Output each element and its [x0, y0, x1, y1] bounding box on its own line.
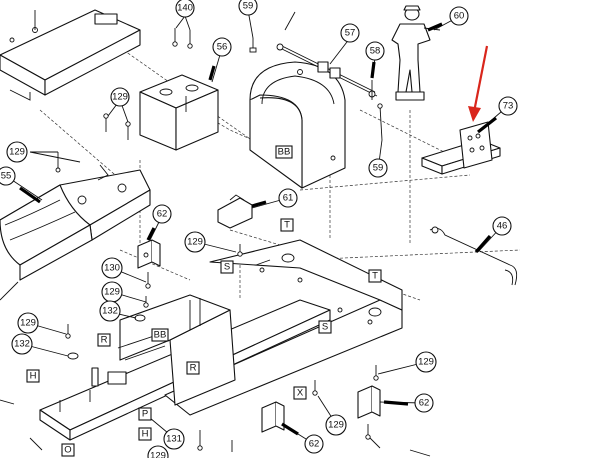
svg-text:T: T: [372, 271, 378, 282]
svg-text:132: 132: [14, 339, 30, 350]
callout-131: 131: [163, 428, 185, 450]
label-r-center: R: [186, 361, 200, 375]
part-57-rod: [276, 43, 378, 98]
svg-text:H: H: [142, 429, 149, 440]
svg-text:129: 129: [187, 237, 203, 248]
svg-text:R: R: [101, 335, 108, 346]
svg-text:55: 55: [1, 171, 12, 182]
callout-61: 61: [278, 188, 298, 208]
svg-text:58: 58: [370, 46, 381, 57]
callout-132-b: 132: [11, 333, 33, 355]
svg-text:BB: BB: [154, 330, 167, 341]
callout-129-f: 129: [415, 351, 437, 373]
svg-text:S: S: [224, 262, 230, 273]
svg-text:132: 132: [102, 306, 118, 317]
callout-56: 56: [212, 37, 232, 57]
svg-text:129: 129: [112, 92, 128, 103]
svg-text:59: 59: [243, 1, 254, 12]
label-h-bottom: H: [138, 427, 152, 441]
svg-text:62: 62: [309, 439, 320, 450]
callout-140: 140: [175, 0, 195, 18]
screws-140: [172, 28, 193, 49]
svg-text:BB: BB: [278, 147, 291, 158]
label-bb-frame: BB: [151, 328, 169, 342]
pointer-bars: [19, 22, 497, 436]
pins-58-59: [371, 80, 383, 141]
svg-text:129: 129: [328, 420, 344, 431]
arched-cover: [249, 61, 346, 189]
label-h-left: H: [26, 369, 40, 383]
callout-62-upper: 62: [152, 204, 172, 224]
callout-57: 57: [340, 23, 360, 43]
screws-129-upper: [103, 113, 131, 140]
svg-text:129: 129: [418, 357, 434, 368]
svg-text:O: O: [64, 445, 71, 456]
label-p: P: [138, 407, 152, 421]
svg-text:129: 129: [104, 287, 120, 298]
callout-130: 130: [101, 257, 123, 279]
svg-text:61: 61: [283, 193, 294, 204]
part-73-coupler: [421, 121, 501, 175]
label-bb-cover: BB: [275, 145, 293, 159]
part-62-upper: [137, 239, 161, 269]
edge-fragments: [0, 281, 431, 457]
svg-text:S: S: [322, 322, 328, 333]
svg-text:131: 131: [166, 434, 182, 445]
svg-text:H: H: [30, 371, 37, 382]
svg-text:130: 130: [104, 263, 120, 274]
callout-129-d: 129: [101, 281, 123, 303]
label-r-left: R: [97, 333, 111, 347]
callout-129-a: 129: [110, 87, 130, 107]
part-56-block: [139, 74, 219, 151]
screw-59-top: [249, 38, 257, 53]
callout-62-right: 62: [414, 393, 434, 413]
callout-59-bottom: 59: [368, 158, 388, 178]
callout-55: 55: [0, 166, 16, 186]
svg-text:46: 46: [497, 221, 508, 232]
svg-text:60: 60: [454, 11, 465, 22]
callout-46: 46: [492, 216, 512, 236]
svg-text:57: 57: [345, 28, 356, 39]
callout-73: 73: [498, 96, 518, 116]
callout-129-g: 129: [325, 414, 347, 436]
label-s-right: S: [318, 320, 332, 334]
svg-text:62: 62: [419, 398, 430, 409]
callout-60: 60: [449, 6, 469, 26]
svg-text:140: 140: [177, 3, 193, 14]
part-60-figure: [391, 5, 441, 101]
callout-129-b: 129: [6, 141, 28, 163]
red-arrow-pointer: [468, 45, 489, 122]
callout-62-bottom: 62: [304, 434, 324, 454]
callout-59-top: 59: [238, 0, 258, 16]
callout-58: 58: [365, 41, 385, 61]
svg-text:T: T: [284, 220, 290, 231]
svg-text:R: R: [190, 363, 197, 374]
label-t-upper: T: [280, 218, 294, 232]
label-s-upper: S: [220, 260, 234, 274]
label-t-right: T: [368, 269, 382, 283]
label-x: X: [293, 386, 307, 400]
part-62-lower: [261, 385, 381, 433]
callout-129-h: 129: [147, 445, 169, 458]
svg-text:X: X: [297, 388, 304, 399]
part-55-body: [0, 152, 151, 281]
svg-text:129: 129: [9, 147, 25, 158]
svg-text:129: 129: [20, 318, 36, 329]
svg-text:56: 56: [217, 42, 228, 53]
part-61-bracket: [217, 194, 253, 229]
chassis-frame: [39, 239, 403, 441]
part-46-wire: [429, 226, 518, 286]
svg-text:59: 59: [373, 163, 384, 174]
label-o: O: [61, 443, 75, 457]
top-left-plate: [0, 9, 141, 101]
svg-text:P: P: [142, 409, 148, 420]
svg-text:73: 73: [503, 101, 514, 112]
svg-text:62: 62: [157, 209, 168, 220]
svg-text:129: 129: [150, 451, 166, 458]
callout-129-e: 129: [17, 312, 39, 334]
callout-129-c: 129: [184, 231, 206, 253]
callout-132-a: 132: [99, 300, 121, 322]
